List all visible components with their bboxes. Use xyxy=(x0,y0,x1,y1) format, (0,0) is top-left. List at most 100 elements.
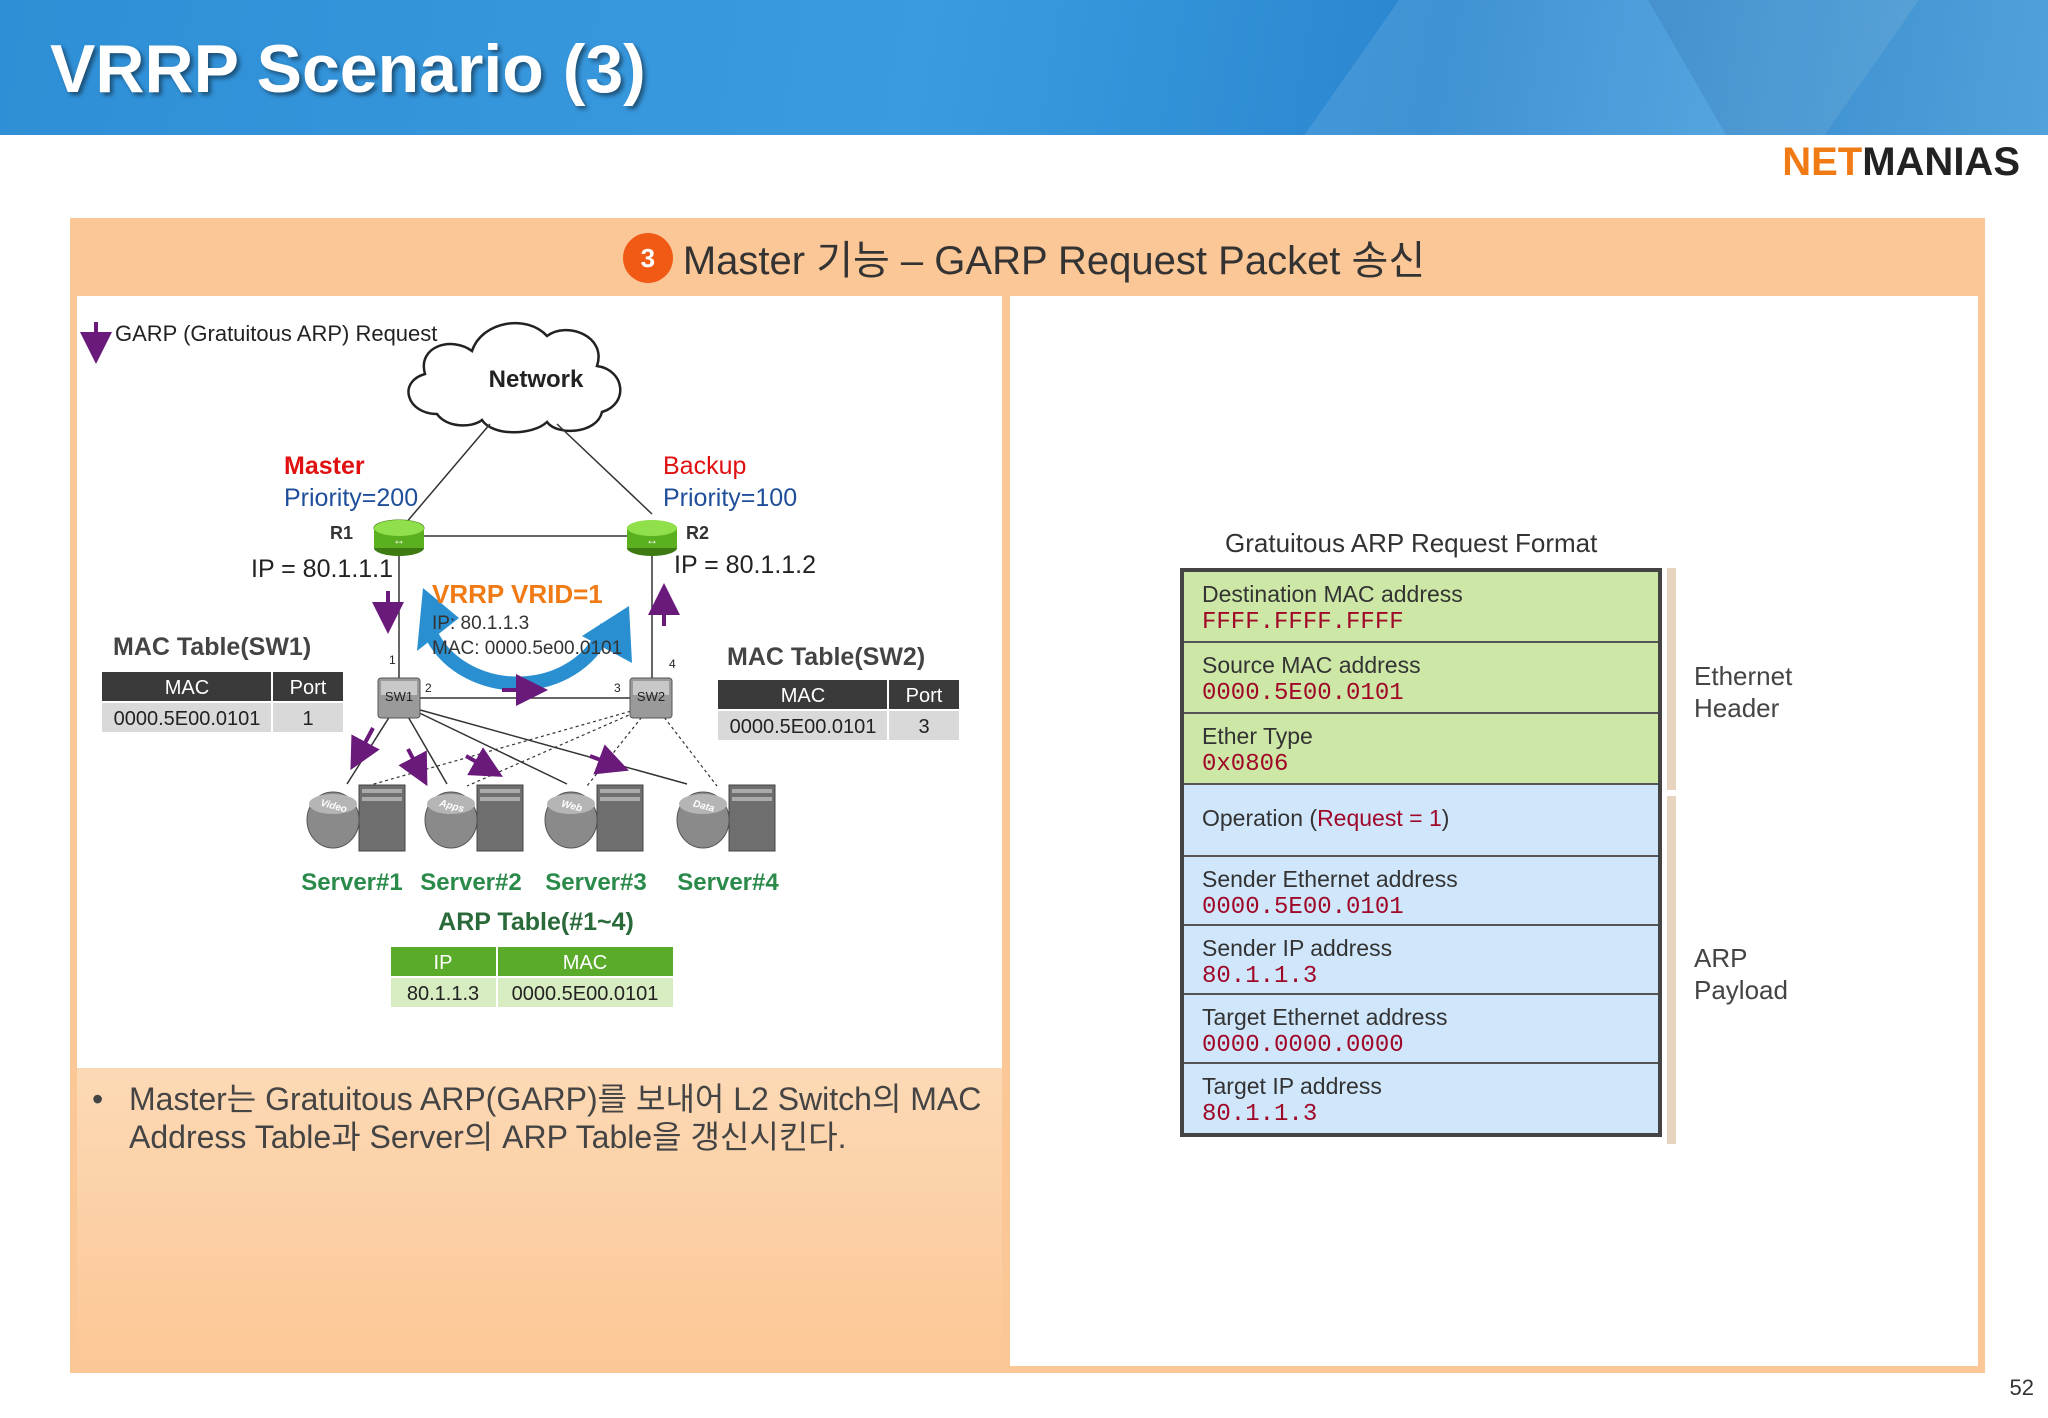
svg-text:↔: ↔ xyxy=(646,533,658,547)
server-1: Video Server#1 xyxy=(301,784,406,896)
logo-manias: MANIAS xyxy=(1862,140,2020,184)
format-field-label: ) xyxy=(1441,805,1450,831)
link-sw1-server4 xyxy=(412,707,688,785)
description-area xyxy=(77,1068,1002,1366)
backup-priority: Priority=100 xyxy=(663,484,797,512)
r1-label: R1 xyxy=(330,523,353,543)
arp-table-header-ip: IP xyxy=(434,952,453,974)
sw1-label: SW1 xyxy=(385,689,413,704)
format-field-label: Sender IP address xyxy=(1202,935,1393,961)
ethernet-header-bracket xyxy=(1667,568,1676,790)
arp-table-header-mac: MAC xyxy=(563,952,607,974)
format-field-value: 0000.5E00.0101 xyxy=(1202,680,1404,707)
format-field-value: Request = 1 xyxy=(1317,805,1442,831)
mac-table-sw1-header-mac: MAC xyxy=(165,677,209,699)
vrrp-network-diagram: GARP (Gratuitous ARP) Request Network Ma… xyxy=(80,321,959,1007)
vrrp-arrow-left-icon xyxy=(417,588,459,651)
mac-table-sw2: MAC Table(SW2) MAC Port 0000.5E00.0101 3 xyxy=(718,643,959,740)
description-text: Master는 Gratuitous ARP(GARP)를 보내어 L2 Swi… xyxy=(129,1081,982,1155)
format-field-label: Ether Type xyxy=(1202,723,1313,749)
router-r1-icon: ↔ xyxy=(373,519,425,556)
legend-label: GARP (Gratuitous ARP) Request xyxy=(115,321,437,346)
page-number: 52 xyxy=(2009,1375,2034,1400)
server-2-label: Server#2 xyxy=(420,869,521,896)
mac-table-sw1-title: MAC Table(SW1) xyxy=(113,633,311,661)
format-field-value: 0x0806 xyxy=(1202,751,1289,778)
server-3-tag: Web xyxy=(560,799,583,815)
arp-table-mac: 0000.5E00.0101 xyxy=(512,983,659,1005)
switch-sw1-icon: SW1 xyxy=(377,677,421,719)
server-4-icon xyxy=(728,784,776,852)
link-sw2-server4 xyxy=(656,707,718,787)
netmanias-logo: NETMANIAS xyxy=(1782,140,2020,185)
r1-ip: IP = 80.1.1.1 xyxy=(251,555,393,583)
arp-table-title: ARP Table(#1~4) xyxy=(438,908,634,936)
switch-sw2-icon: SW2 xyxy=(629,677,673,719)
server-2-icon xyxy=(476,784,524,852)
logo-net: NET xyxy=(1782,140,1863,184)
format-field-label: Destination MAC address xyxy=(1202,581,1463,607)
arp-payload-label-line1: ARP xyxy=(1694,943,1748,973)
panel-title-text: Master 기능 – GARP Request Packet 송신 xyxy=(682,239,1426,283)
mac-table-sw2-title: MAC Table(SW2) xyxy=(727,643,925,671)
ethernet-header-label: Ethernet Header xyxy=(1694,660,1792,724)
format-field-value: 0000.5E00.0101 xyxy=(1202,894,1404,921)
link-sw1-server2 xyxy=(402,707,448,785)
link-sw2-server3 xyxy=(586,707,650,787)
vrrp-arrow-right-icon xyxy=(582,606,632,663)
format-title: Gratuitous ARP Request Format xyxy=(1225,528,1598,558)
format-row-sender-ip: Sender IP address 80.1.1.3 xyxy=(1184,926,1658,995)
mac-table-sw1: MAC Table(SW1) MAC Port 0000.5E00.0101 1 xyxy=(102,633,343,732)
garp-arrow-icon xyxy=(465,747,503,777)
mac-table-sw2-mac: 0000.5E00.0101 xyxy=(730,716,877,738)
port-2-label: 2 xyxy=(425,681,432,695)
format-row-ether-type: Ether Type 0x0806 xyxy=(1184,714,1658,785)
vrrp-label: VRRP VRID=1 xyxy=(432,579,603,609)
server-1-icon xyxy=(358,784,406,852)
port-4-label: 4 xyxy=(669,657,676,671)
step-number-badge: 3 xyxy=(622,233,673,284)
server-4-label: Server#4 xyxy=(677,869,779,896)
bullet-dot-icon: • xyxy=(92,1081,104,1117)
garp-arrow-icon xyxy=(589,744,629,775)
format-field-label: Sender Ethernet address xyxy=(1202,866,1458,892)
format-field-value: 80.1.1.3 xyxy=(1202,963,1318,990)
network-label: Network xyxy=(489,366,584,393)
garp-arrow-icon xyxy=(398,748,428,787)
link-r2-network xyxy=(556,423,653,515)
slide-title: VRRP Scenario (3) xyxy=(50,31,646,107)
mac-table-sw1-port: 1 xyxy=(302,708,313,730)
router-r2-icon: ↔ xyxy=(627,520,677,556)
ethernet-header-label-line1: Ethernet xyxy=(1694,661,1793,691)
server-3-icon xyxy=(596,784,644,852)
master-label: Master xyxy=(284,452,365,480)
format-row-src-mac: Source MAC address 0000.5E00.0101 xyxy=(1184,643,1658,714)
svg-text:↔: ↔ xyxy=(393,533,405,547)
format-field-label: Operation ( xyxy=(1202,805,1318,831)
backup-label: Backup xyxy=(663,452,746,480)
format-row-operation: Operation (Request = 1) xyxy=(1184,785,1658,857)
link-sw1-server3 xyxy=(408,707,568,785)
arp-payload-label-line2: Payload xyxy=(1694,975,1788,1005)
port-3-label: 3 xyxy=(614,681,621,695)
port-1-label: 1 xyxy=(389,653,396,667)
cloud-icon xyxy=(407,321,622,434)
format-row-sender-mac: Sender Ethernet address 0000.5E00.0101 xyxy=(1184,857,1658,926)
r2-ip: IP = 80.1.1.2 xyxy=(674,551,816,579)
arp-table: ARP Table(#1~4) IP MAC 80.1.1.3 0000.5E0… xyxy=(391,908,673,1007)
format-field-value: FFFF.FFFF.FFFF xyxy=(1202,609,1404,636)
server-3-label: Server#3 xyxy=(545,869,646,896)
format-field-label: Target IP address xyxy=(1202,1073,1382,1099)
mac-table-sw1-mac: 0000.5E00.0101 xyxy=(114,708,261,730)
mac-table-sw2-header-mac: MAC xyxy=(781,685,825,707)
format-field-value: 80.1.1.3 xyxy=(1202,1101,1318,1128)
vrrp-mac: MAC: 0000.5e00.0101 xyxy=(432,638,622,659)
link-sw2-server1 xyxy=(366,707,643,787)
garp-legend: GARP (Gratuitous ARP) Request xyxy=(80,321,437,364)
link-sw1-server1 xyxy=(346,707,396,785)
format-field-value: 0000.0000.0000 xyxy=(1202,1032,1404,1059)
format-field-label: Source MAC address xyxy=(1202,652,1421,678)
server-4: Data Server#4 xyxy=(676,784,779,896)
server-2: Apps Server#2 xyxy=(420,784,524,896)
